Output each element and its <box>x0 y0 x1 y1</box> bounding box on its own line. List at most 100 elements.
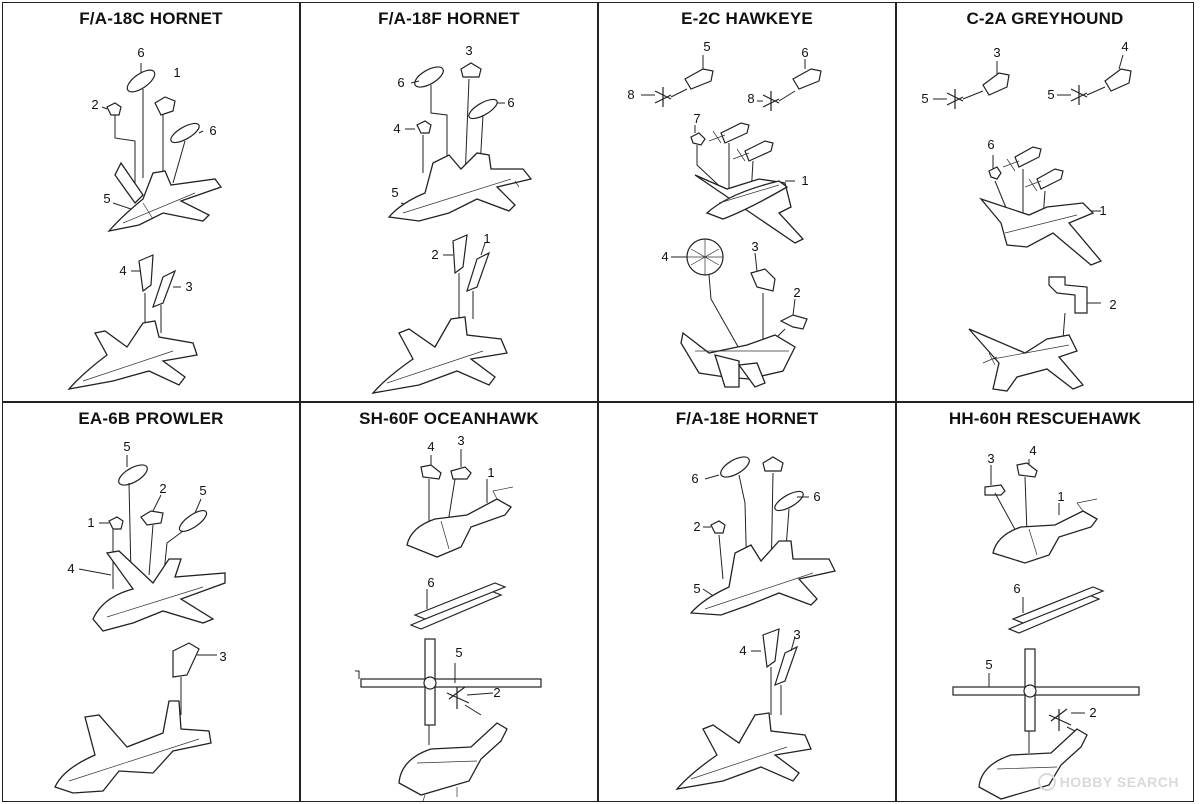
panel-e2c-hawkeye: E-2C HAWKEYE <box>598 2 896 402</box>
panel-title: SH-60F OCEANHAWK <box>359 409 539 428</box>
part-number-label: 1 <box>801 173 808 188</box>
part-number-label: 4 <box>393 121 400 136</box>
part-number-label: 1 <box>87 515 94 530</box>
panel-title: F/A-18F HORNET <box>378 9 520 28</box>
small-part <box>420 464 442 480</box>
hobby-search-watermark: HOBBY SEARCH <box>1037 773 1179 791</box>
small-part <box>416 120 432 134</box>
assembly-diagram-fa18e: 6 6 2 5 4 3 <box>675 456 836 790</box>
small-part <box>1016 462 1038 478</box>
helicopter-diagram <box>978 728 1088 800</box>
panel-title: C-2A GREYHOUND <box>966 9 1124 28</box>
part-number-label: 6 <box>987 137 994 152</box>
canopy-part <box>178 509 208 533</box>
part-number-label: 5 <box>693 581 700 596</box>
part-number-label: 3 <box>993 45 1000 60</box>
assembly-diagram-e2c: 5 6 8 8 7 1 4 3 2 <box>627 39 822 388</box>
part-number-label: 2 <box>431 247 438 262</box>
aircraft-diagram <box>387 152 533 222</box>
tail-rotor-part <box>1048 708 1072 731</box>
part-number-label: 1 <box>1099 203 1106 218</box>
canopy-part <box>414 66 444 88</box>
part-number-label: 2 <box>1089 705 1096 720</box>
seat-part <box>460 62 482 78</box>
rotor-blade-pair-part <box>1011 586 1105 624</box>
part-number-label: 5 <box>103 191 110 206</box>
part-number-label: 1 <box>483 231 490 246</box>
canopy-part <box>468 98 498 120</box>
helicopter-diagram <box>406 486 514 558</box>
part-number-label: 4 <box>1121 39 1128 54</box>
part-number-label: 4 <box>1029 443 1036 458</box>
part-number-label: 4 <box>119 263 126 278</box>
part-number-label: 5 <box>391 185 398 200</box>
panel-hh60h-rescuehawk: HH-60H RESCUEHAWK <box>896 402 1194 802</box>
panel-title: E-2C HAWKEYE <box>681 9 813 28</box>
part-number-label: 3 <box>987 451 994 466</box>
panel-ea6b-prowler: EA-6B PROWLER <box>2 402 300 802</box>
part-number-label: 1 <box>173 65 180 80</box>
small-part <box>450 466 472 480</box>
part-number-label: 5 <box>455 645 462 660</box>
part-number-label: 3 <box>465 43 472 58</box>
tail-part <box>138 254 154 293</box>
aircraft-diagram <box>371 316 508 394</box>
assembly-diagram-fa18f: 3 6 6 4 5 2 1 <box>371 43 533 394</box>
part-number-label: 6 <box>1013 581 1020 596</box>
pylon-part <box>750 268 776 292</box>
small-part <box>988 166 1002 180</box>
panel-c2a-greyhound: C-2A GREYHOUND <box>896 2 1194 402</box>
part-number-label: 2 <box>91 97 98 112</box>
tail-rotor-part <box>446 686 470 709</box>
aircraft-diagram <box>968 328 1085 392</box>
part-number-label: 6 <box>691 471 698 486</box>
part-number-label: 5 <box>123 439 130 454</box>
aircraft-diagram <box>92 550 226 632</box>
nacelle-part <box>982 72 1010 96</box>
panel-fa18e-hornet: F/A-18E HORNET <box>598 402 896 802</box>
part-number-label: 3 <box>751 239 758 254</box>
aircraft-diagram <box>979 197 1103 266</box>
propeller-part <box>654 87 780 111</box>
part-number-label: 5 <box>1047 87 1054 102</box>
tail-part <box>1048 276 1088 314</box>
nacelle-part <box>1104 68 1132 92</box>
tail-part <box>172 642 200 678</box>
part-number-label: 6 <box>813 489 820 504</box>
part-number-label: 5 <box>985 657 992 672</box>
part-number-label: 6 <box>801 45 808 60</box>
panel-sh60f-oceanhawk: SH-60F OCEANHAWK <box>300 402 598 802</box>
assembly-diagram-hh60h: 3 4 1 6 5 2 <box>952 443 1140 800</box>
canopy-part <box>170 122 200 144</box>
nacelle-part <box>792 68 822 90</box>
propeller-part <box>946 85 1088 109</box>
part-number-label: 8 <box>747 91 754 106</box>
part-number-label: 3 <box>185 279 192 294</box>
part-number-label: 5 <box>703 39 710 54</box>
part-number-label: 3 <box>793 627 800 642</box>
panel-title: F/A-18C HORNET <box>79 9 223 28</box>
seat-part <box>762 456 784 472</box>
part-number-label: 3 <box>219 649 226 664</box>
main-rotor-part <box>360 638 542 726</box>
part-number-label: 4 <box>661 249 668 264</box>
bracket-part <box>779 314 808 330</box>
helicopter-diagram <box>992 498 1098 564</box>
part-number-label: 2 <box>159 481 166 496</box>
part-number-label: 8 <box>627 87 634 102</box>
part-number-label: 1 <box>487 465 494 480</box>
tail-part <box>762 628 780 669</box>
canopy-part <box>774 490 804 512</box>
part-number-label: 6 <box>507 95 514 110</box>
aircraft-diagram <box>694 174 805 244</box>
hobby-search-logo-icon <box>1037 773 1056 791</box>
propeller-nacelle-assembly <box>708 122 774 162</box>
aircraft-diagram <box>67 320 198 390</box>
part-number-label: 2 <box>793 285 800 300</box>
part-number-label: 6 <box>427 575 434 590</box>
seat-part <box>154 96 176 116</box>
part-number-label: 4 <box>67 561 74 576</box>
helicopter-diagram <box>398 722 508 802</box>
part-number-label: 6 <box>397 75 404 90</box>
part-number-label: 3 <box>457 433 464 448</box>
